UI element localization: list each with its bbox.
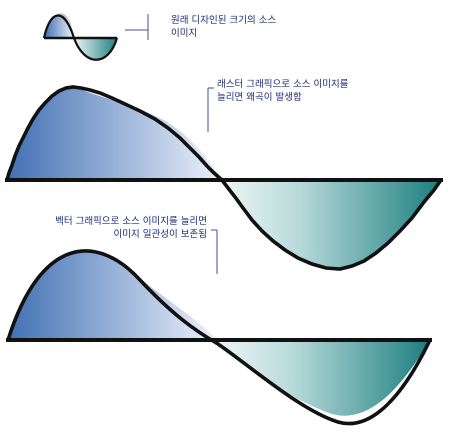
caption-vector-line2: 이미지 일관성이 보존됨 bbox=[113, 229, 207, 240]
caption-vector-line1: 벡터 그래픽으로 소스 이미지를 늘리면 bbox=[55, 216, 207, 227]
original-size-wave bbox=[42, 13, 119, 61]
vector-wave-curve bbox=[6, 249, 432, 426]
vector-wave-upper-fill bbox=[8, 250, 218, 340]
caption-raster-line1: 래스터 그래픽으로 소스 이미지를 bbox=[217, 79, 349, 90]
caption-raster-distortion: 래스터 그래픽으로 소스 이미지를 늘리면 왜곡이 발생함 bbox=[217, 78, 348, 104]
leader-line-raster bbox=[207, 87, 214, 132]
caption-original-line1: 원래 디자인된 크기의 소스 bbox=[171, 15, 277, 26]
raster-wave-upper-fill bbox=[7, 88, 222, 180]
raster-stretched-wave bbox=[5, 85, 443, 271]
vector-wave-lower-fill bbox=[218, 340, 430, 416]
caption-original-size: 원래 디자인된 크기의 소스 이미지 bbox=[171, 14, 276, 40]
vector-stretched-wave bbox=[6, 249, 432, 426]
raster-wave-curve bbox=[5, 85, 443, 271]
raster-wave-lower-fill bbox=[222, 180, 441, 269]
leader-line-original bbox=[125, 14, 149, 40]
leader-lines bbox=[125, 14, 218, 274]
leader-line-vector bbox=[211, 229, 218, 274]
caption-raster-line2: 늘리면 왜곡이 발생함 bbox=[217, 92, 302, 103]
caption-original-line2: 이미지 bbox=[171, 28, 198, 39]
caption-vector-preserved: 벡터 그래픽으로 소스 이미지를 늘리면 이미지 일관성이 보존됨 bbox=[14, 215, 207, 241]
